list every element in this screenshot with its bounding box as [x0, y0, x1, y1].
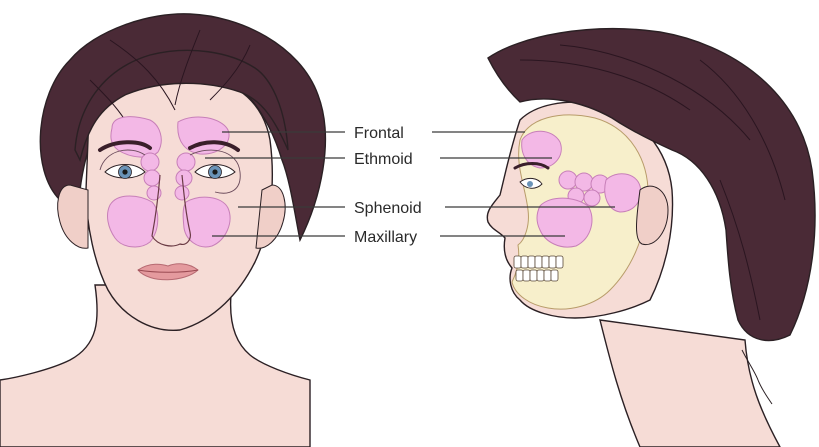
label-maxillary: Maxillary — [354, 229, 417, 246]
front-ethmoid-cell — [177, 153, 195, 171]
front-ethmoid-cell — [176, 170, 192, 186]
front-ethmoid-cell — [175, 186, 189, 200]
front-ethmoid-cell — [144, 170, 160, 186]
label-frontal: Frontal — [354, 125, 404, 142]
front-ethmoid-cell — [141, 153, 159, 171]
front-left-ear — [58, 185, 88, 248]
label-ethmoid: Ethmoid — [354, 151, 413, 168]
side-ethmoid-cell — [584, 190, 600, 206]
side-ethmoid-cell — [559, 171, 577, 189]
side-view-head — [487, 29, 815, 447]
side-sphenoid-sinus — [605, 174, 641, 212]
side-neck — [600, 320, 780, 447]
label-sphenoid: Sphenoid — [354, 200, 422, 217]
front-view-head — [0, 14, 325, 447]
